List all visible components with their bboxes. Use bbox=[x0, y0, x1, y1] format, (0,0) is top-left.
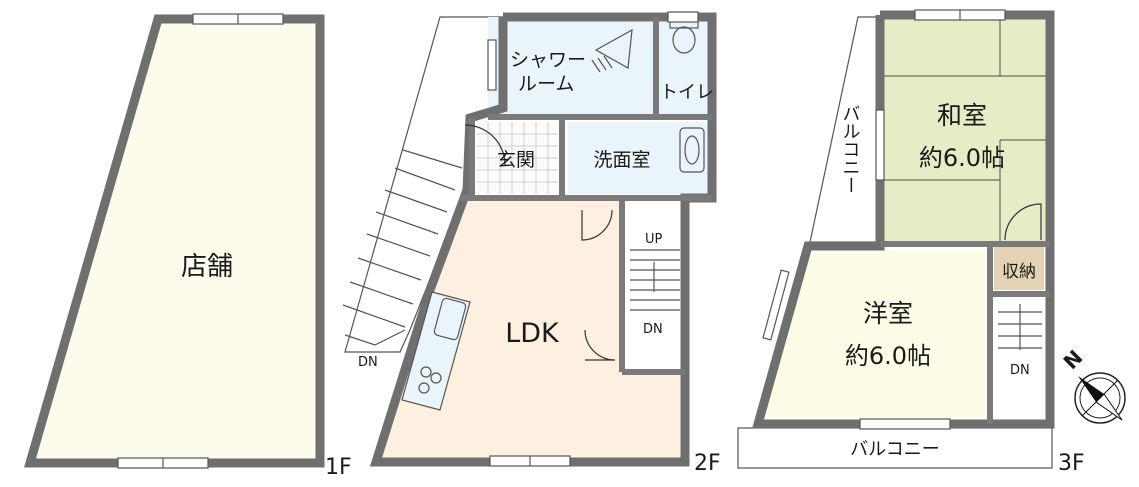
room-label-shower-2: ルーム bbox=[518, 73, 574, 95]
room-label-washroom: 洗面室 bbox=[593, 149, 650, 171]
stair-treads bbox=[342, 149, 463, 328]
room-label-japanese: 和室 bbox=[937, 101, 987, 130]
stairs-label-dn-2f: DN bbox=[643, 322, 663, 337]
ldk-room bbox=[380, 200, 685, 458]
window bbox=[859, 418, 951, 430]
floor-2f: DN UP DN bbox=[342, 11, 721, 476]
room-size-western: 約6.0帖 bbox=[845, 342, 931, 370]
wash-basin bbox=[679, 127, 705, 173]
balcony-bottom bbox=[737, 427, 1053, 469]
kitchen-counter bbox=[401, 291, 471, 411]
stairs-3f bbox=[996, 300, 1042, 416]
floor-3f: 和室 約6.0帖 洋室 約6.0帖 収納 バルコニー バルコニー DN 3F bbox=[737, 9, 1085, 476]
room-label-ldk: LDK bbox=[505, 318, 560, 349]
floor-label-1f: 1F bbox=[325, 455, 352, 480]
inner-stair-treads bbox=[630, 249, 680, 311]
floor-label-3f: 3F bbox=[1058, 451, 1085, 476]
room-label-western: 洋室 bbox=[863, 299, 913, 328]
stairs-3f-treads bbox=[998, 304, 1042, 350]
room-label-shower-1: シャワー bbox=[510, 49, 586, 71]
washroom-room bbox=[568, 122, 708, 194]
floor-2f-outer-wall bbox=[369, 12, 717, 467]
shower-fixture bbox=[591, 28, 633, 73]
window bbox=[487, 39, 497, 91]
tatami-lines bbox=[884, 19, 1046, 241]
room-label-entrance: 玄関 bbox=[497, 149, 535, 171]
entrance-tiles bbox=[476, 122, 558, 194]
shop-room bbox=[30, 19, 320, 463]
storage-room bbox=[994, 246, 1044, 290]
inner-stairs bbox=[626, 205, 680, 367]
room-label-shop: 店舗 bbox=[181, 252, 233, 282]
room-label-storage: 収納 bbox=[1002, 262, 1036, 282]
toilet-room bbox=[658, 17, 708, 115]
stairs-label-dn: DN bbox=[358, 355, 378, 370]
floor-label-2f: 2F bbox=[694, 451, 721, 476]
door-swing bbox=[1004, 203, 1042, 241]
floor-2f-inner-walls bbox=[460, 17, 712, 375]
room-label-balcony-side: バルコニー bbox=[840, 104, 861, 194]
room-label-balcony-bottom: バルコニー bbox=[850, 439, 940, 460]
window bbox=[667, 11, 699, 23]
western-room bbox=[762, 250, 986, 418]
compass-icon: N bbox=[1059, 345, 1126, 424]
compass-north-label: N bbox=[1059, 345, 1088, 374]
door-swing bbox=[584, 329, 616, 361]
door-swing bbox=[464, 124, 506, 166]
stairs-label-up: UP bbox=[645, 232, 663, 247]
japanese-room bbox=[884, 19, 1046, 241]
room-label-toilet: トイレ bbox=[660, 82, 714, 103]
floor-1f: 店舗 1F bbox=[24, 13, 352, 480]
door-swing bbox=[581, 209, 613, 241]
window bbox=[762, 269, 790, 341]
window bbox=[875, 109, 885, 181]
stairs-label-dn-3f: DN bbox=[1010, 363, 1030, 378]
floor-3f-inner-walls bbox=[880, 241, 1050, 424]
room-size-japanese: 約6.0帖 bbox=[919, 144, 1005, 172]
